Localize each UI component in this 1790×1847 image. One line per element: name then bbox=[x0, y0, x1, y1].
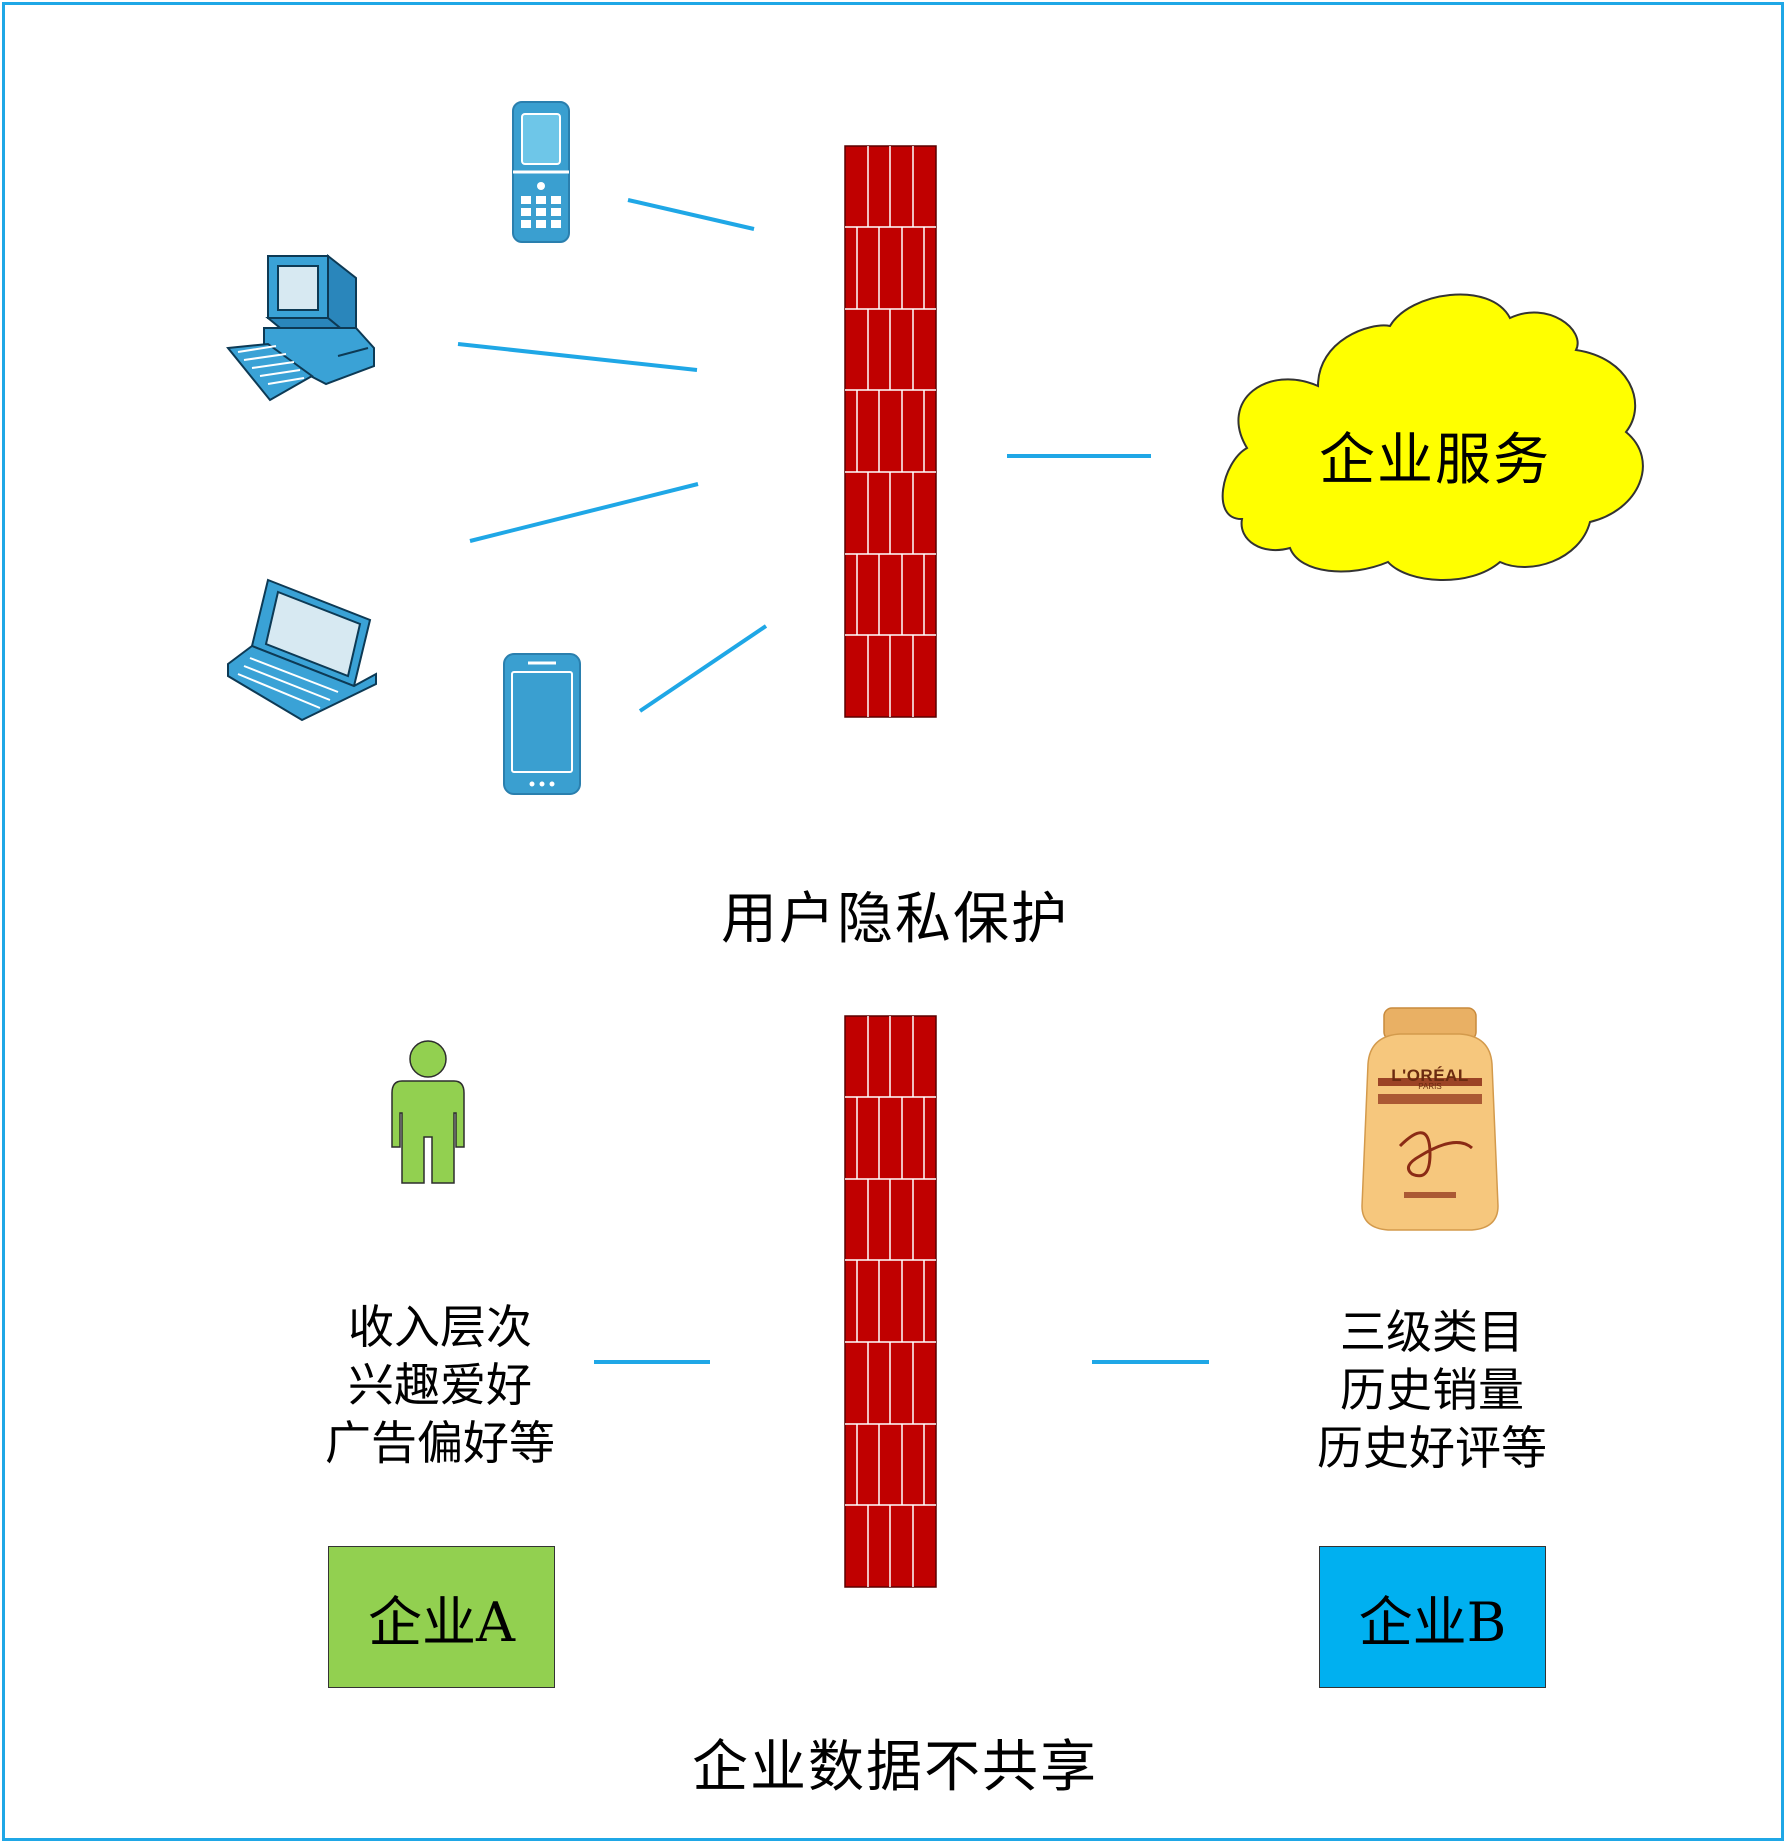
feature-item: 历史销量 bbox=[1340, 1363, 1524, 1417]
connection-lines-top bbox=[457, 198, 1151, 713]
laptop-icon bbox=[227, 578, 377, 722]
link-line-flip-phone bbox=[627, 198, 755, 231]
person-icon bbox=[391, 1040, 465, 1184]
company-a-box: 企业A bbox=[328, 1546, 555, 1688]
company-a-label: 企业A bbox=[368, 1590, 515, 1654]
flip-phone-icon bbox=[512, 101, 570, 243]
desktop-computer-icon bbox=[226, 253, 375, 402]
shampoo-bottle-icon bbox=[1361, 1007, 1499, 1231]
company-b-label: 企业B bbox=[1358, 1590, 1507, 1654]
link-line-laptop bbox=[469, 482, 699, 543]
link-line-smartphone bbox=[638, 624, 768, 713]
cloud-enterprise-service-icon bbox=[1221, 293, 1644, 581]
feature-item: 兴趣爱好 bbox=[348, 1358, 532, 1412]
firewall-top-icon bbox=[844, 145, 937, 718]
feature-item: 三级类目 bbox=[1340, 1305, 1524, 1359]
feature-item: 收入层次 bbox=[348, 1300, 532, 1354]
feature-list-left: 收入层次 兴趣爱好 广告偏好等 bbox=[300, 1298, 580, 1472]
feature-item: 广告偏好等 bbox=[325, 1416, 555, 1470]
bottle-brand: L'ORÉAL bbox=[1391, 1066, 1469, 1085]
firewall-bottom-icon bbox=[844, 1015, 937, 1588]
caption-no-data-sharing: 企业数据不共享 bbox=[692, 1735, 1098, 1800]
link-line-desktop bbox=[457, 342, 698, 372]
feature-list-right: 三级类目 历史销量 历史好评等 bbox=[1292, 1303, 1572, 1477]
smartphone-icon bbox=[503, 653, 581, 795]
caption-user-privacy: 用户隐私保护 bbox=[721, 887, 1069, 952]
company-b-box: 企业B bbox=[1319, 1546, 1546, 1688]
cloud-label: 企业服务 bbox=[1319, 428, 1551, 493]
bottle-sub: PARIS bbox=[1418, 1082, 1442, 1091]
feature-item: 历史好评等 bbox=[1317, 1421, 1547, 1475]
